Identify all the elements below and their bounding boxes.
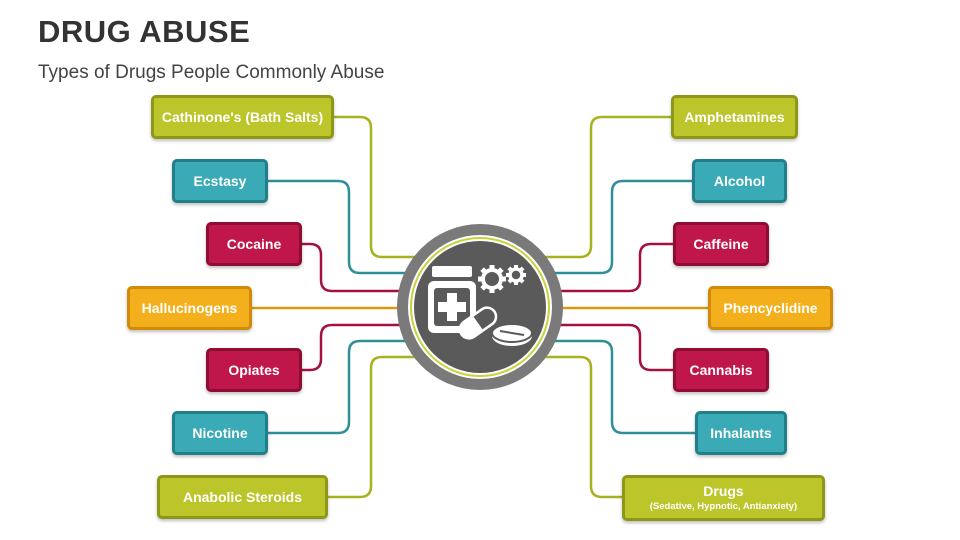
category-label: Opiates: [228, 361, 280, 378]
category-label: Nicotine: [192, 424, 248, 441]
category-label: Cannabis: [689, 361, 753, 378]
category-label: Hallucinogens: [141, 299, 238, 316]
category-sublabel: (Sedative, Hypnotic, Antianxiety): [649, 500, 798, 512]
category-label: Drugs: [703, 483, 744, 500]
category-label: Alcohol: [713, 172, 766, 189]
connector-line: [530, 339, 695, 435]
category-label: Caffeine: [693, 235, 749, 252]
category-box-alcohol: Alcohol: [692, 159, 787, 203]
category-label: Amphetamines: [684, 108, 785, 125]
connector-line: [520, 115, 671, 259]
category-label: Ecstasy: [193, 172, 247, 189]
category-box-caffeine: Caffeine: [673, 222, 769, 266]
connector-line: [268, 179, 430, 275]
category-box-phencyclidine: Phencyclidine: [708, 286, 833, 330]
connector-line: [268, 339, 430, 435]
connector-line: [302, 242, 420, 293]
connector-line: [520, 355, 622, 499]
category-box-ecstasy: Ecstasy: [172, 159, 268, 203]
medicine-bottle-pills-gears-icon: [428, 265, 533, 346]
category-box-drugs: Drugs (Sedative, Hypnotic, Antianxiety): [622, 475, 825, 521]
connector-line: [328, 355, 440, 499]
category-box-inhalants: Inhalants: [695, 411, 787, 455]
connector-line: [334, 115, 440, 259]
connector-line: [530, 179, 692, 275]
category-box-amphetamines: Amphetamines: [671, 95, 798, 139]
category-box-hallucinogens: Hallucinogens: [127, 286, 252, 330]
category-label: Anabolic Steroids: [182, 488, 303, 505]
category-box-cocaine: Cocaine: [206, 222, 302, 266]
category-label: Inhalants: [710, 424, 772, 441]
hub-circle: [397, 224, 563, 390]
category-label: Phencyclidine: [723, 299, 818, 316]
connector-line: [540, 242, 673, 293]
category-box-nicotine: Nicotine: [172, 411, 268, 455]
page-subtitle: Types of Drugs People Commonly Abuse: [38, 62, 385, 83]
category-label: Cocaine: [226, 235, 282, 252]
page-title: DRUG ABUSE: [38, 14, 251, 49]
category-box-cathinones: Cathinone's (Bath Salts): [151, 95, 334, 139]
connector-line: [302, 323, 420, 372]
category-box-anabolic-steroids: Anabolic Steroids: [157, 475, 328, 519]
category-label: Cathinone's (Bath Salts): [161, 108, 324, 125]
connector-line: [540, 323, 673, 372]
category-box-opiates: Opiates: [206, 348, 302, 392]
category-box-cannabis: Cannabis: [673, 348, 769, 392]
